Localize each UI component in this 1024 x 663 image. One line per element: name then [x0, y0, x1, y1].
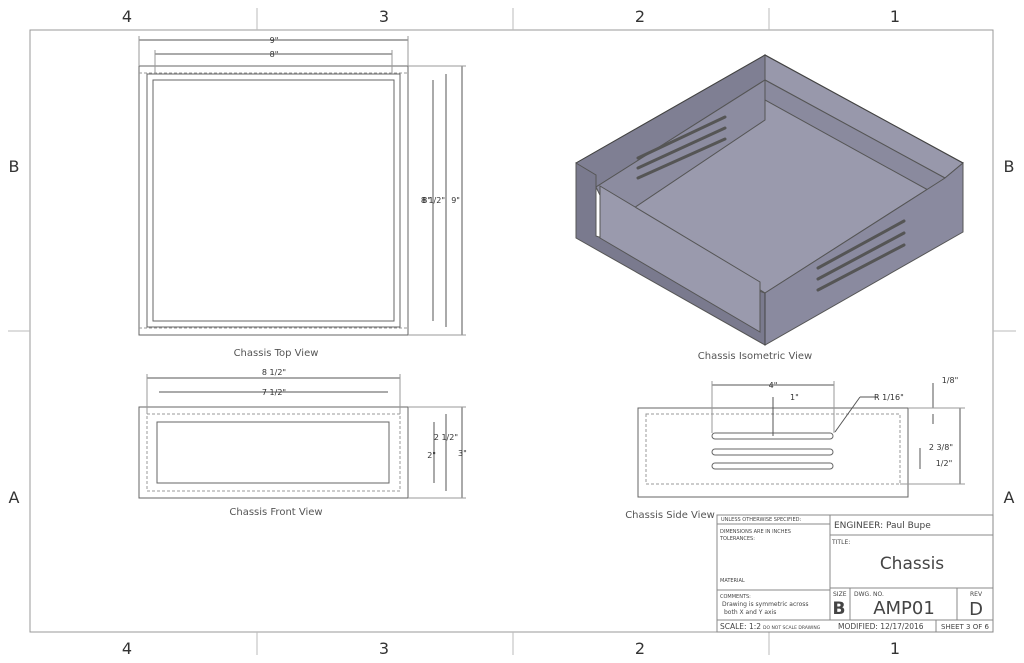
top-view-caption: Chassis Top View	[234, 348, 319, 359]
front-dim-overall-width: 8 1/2"	[262, 368, 286, 377]
side-dim-wall-thickness: 1/8"	[942, 376, 959, 385]
front-view	[138, 374, 466, 499]
side-dim-height: 2 3/8"	[929, 443, 953, 452]
zone-col-2-top: 2	[635, 7, 645, 26]
tb-size: B	[833, 599, 846, 619]
front-dim-inner-height: 2"	[427, 451, 436, 460]
title-block	[716, 514, 994, 633]
isometric-view	[575, 54, 964, 346]
front-dim-inner-width: 7 1/2"	[262, 388, 286, 397]
tb-sheet: SHEET 3 OF 6	[941, 623, 989, 631]
side-view-caption: Chassis Side View	[625, 510, 715, 521]
tb-dwg-no: AMP01	[873, 598, 935, 619]
isometric-view-caption: Chassis Isometric View	[698, 351, 812, 362]
zone-col-2-bottom: 2	[635, 639, 645, 658]
tb-rev: D	[969, 599, 983, 620]
tb-no-scale: DO NOT SCALE DRAWING	[763, 625, 821, 631]
zone-row-a-left: A	[9, 488, 20, 507]
zone-col-3-bottom: 3	[379, 639, 389, 658]
side-dim-slot-radius: R 1/16"	[874, 393, 904, 402]
zone-col-3-top: 3	[379, 7, 389, 26]
front-dim-opening-height: 2 1/2"	[434, 433, 458, 442]
tb-rev-label: REV	[970, 591, 983, 598]
side-dim-slot-spacing: 1/2"	[936, 459, 953, 468]
top-dim-inner-width: 8"	[270, 50, 279, 59]
top-view	[138, 36, 466, 336]
tb-comments-line2: both X and Y axis	[724, 609, 776, 616]
top-dim-mid-depth: 8 1/2"	[421, 196, 445, 205]
tb-comments-line1: Drawing is symmetric across	[722, 601, 809, 608]
top-dim-inner-depth: 8"	[422, 196, 431, 205]
side-view	[637, 381, 965, 498]
zone-col-4-top: 4	[122, 7, 132, 26]
tb-title-label: TITLE:	[831, 539, 850, 546]
side-dim-slot-length: 4"	[769, 381, 778, 390]
tb-title: Chassis	[880, 554, 944, 574]
zone-col-1-top: 1	[890, 7, 900, 26]
top-dim-overall-depth: 9"	[451, 196, 460, 205]
tb-material: MATERIAL	[720, 578, 745, 584]
tb-comments-label: COMMENTS:	[720, 594, 751, 600]
front-dim-overall-height: 3"	[458, 449, 467, 458]
tb-modified: MODIFIED: 12/17/2016	[838, 622, 924, 631]
zone-col-4-bottom: 4	[122, 639, 132, 658]
tb-engineer: ENGINEER: Paul Bupe	[834, 521, 931, 531]
side-dim-slot-offset: 1"	[790, 393, 799, 402]
zone-row-b-right: B	[1004, 157, 1015, 176]
zone-row-b-left: B	[9, 157, 20, 176]
top-dim-overall-width: 9"	[270, 36, 279, 45]
tb-dwg-label: DWG. NO.	[854, 591, 884, 598]
tb-unless-specified: UNLESS OTHERWISE SPECIFIED:	[721, 517, 801, 523]
front-view-caption: Chassis Front View	[229, 507, 322, 518]
tb-size-label: SIZE	[833, 591, 847, 598]
tb-dimensions-in-inches: DIMENSIONS ARE IN INCHES	[720, 529, 791, 535]
zone-col-1-bottom: 1	[890, 639, 900, 658]
tb-tolerances: TOLERANCES:	[719, 536, 755, 542]
tb-scale: SCALE: 1:2	[720, 622, 761, 631]
zone-row-a-right: A	[1004, 488, 1015, 507]
